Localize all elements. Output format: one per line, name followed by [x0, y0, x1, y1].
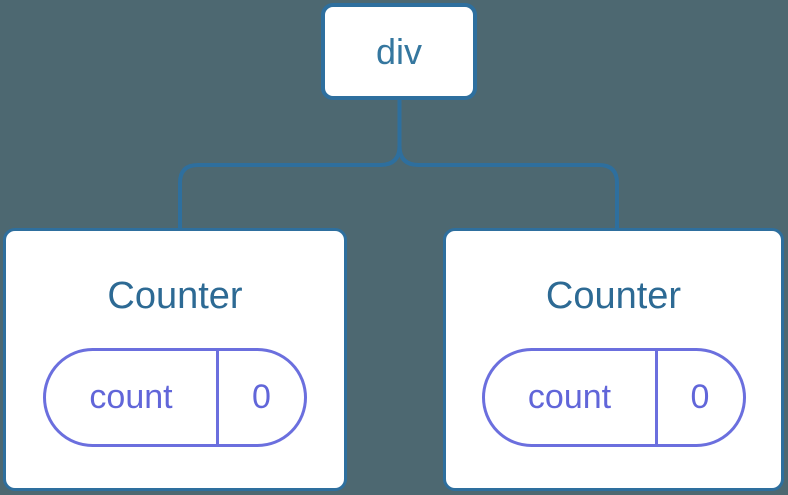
connector-root-to-left-child: [178, 97, 402, 230]
root-node-label: div: [375, 30, 423, 72]
state-key-label: count: [46, 351, 219, 444]
counter-title: Counter: [107, 275, 243, 317]
state-pill: count 0: [43, 348, 307, 447]
connector-root-to-right-child: [397, 97, 619, 230]
state-pill: count 0: [481, 348, 746, 447]
state-value: 0: [690, 378, 710, 416]
state-key-label: count: [485, 351, 658, 444]
counter-title: Counter: [545, 275, 682, 317]
counter-card-right: Counter count 0: [443, 228, 784, 491]
root-node: div: [321, 3, 477, 100]
state-value: 0: [252, 378, 271, 416]
counter-card-left: Counter count 0: [3, 228, 347, 491]
